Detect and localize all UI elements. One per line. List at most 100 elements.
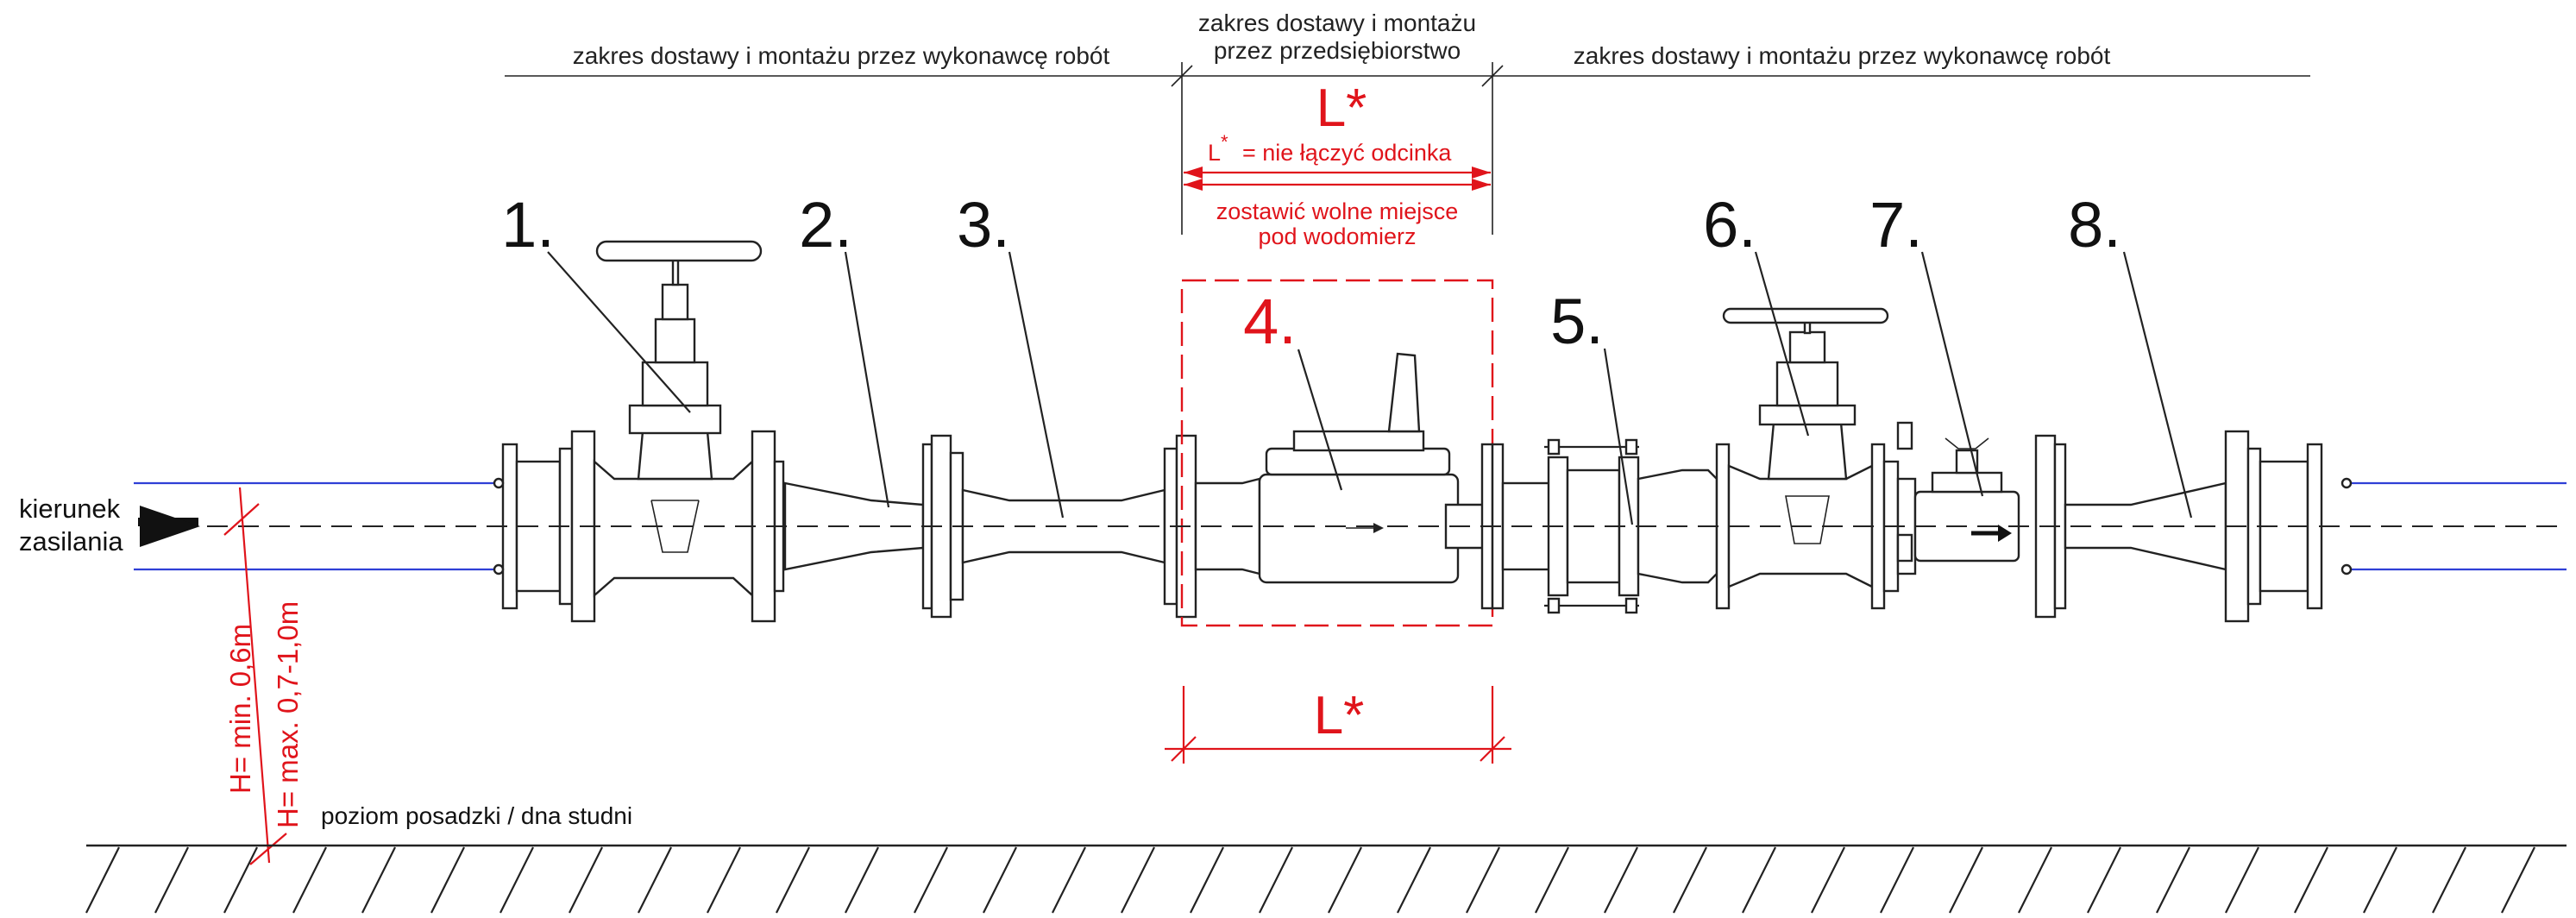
hatch-stroke <box>1052 846 1086 914</box>
nut <box>1624 597 1638 614</box>
flow-label-line1: kierunek <box>19 494 121 524</box>
scope-label-center-line2: przez przedsiębiorstwo <box>1214 37 1461 64</box>
leader-8 <box>2122 251 2193 519</box>
valve-bonnet-lower <box>637 430 713 481</box>
hatch-stroke <box>914 846 948 914</box>
hatch-stroke <box>1742 846 1776 914</box>
valve-body <box>593 459 754 598</box>
bonnet-upper <box>641 361 709 407</box>
component-1-gate-valve <box>493 240 785 623</box>
scope-tick-left <box>1171 65 1193 87</box>
leader-5 <box>1603 348 1634 525</box>
hatch-stroke <box>361 846 396 914</box>
meter-register <box>1292 430 1425 452</box>
hatch-stroke <box>2018 846 2052 914</box>
component-4-water-meter <box>1180 279 1494 627</box>
dim-tick-right <box>1480 736 1505 762</box>
valve-wedge <box>1785 495 1830 544</box>
height-dimension: H= min. 0,6m H= max. 0,7-1,0m <box>223 487 304 865</box>
hatch-stroke <box>2294 846 2328 914</box>
floor: poziom posadzki / dna studni <box>85 802 2567 914</box>
leader-6 <box>1754 251 1810 437</box>
arrowhead-right-icon <box>1472 179 1491 191</box>
callout-5: 5. <box>1550 286 1604 357</box>
hatch-stroke <box>845 846 879 914</box>
height-dim-line <box>238 487 271 864</box>
stem <box>671 257 680 286</box>
bolt <box>2340 477 2353 489</box>
hatch-stroke <box>1397 846 1431 914</box>
length-symbol-star: * <box>1221 131 1228 153</box>
hatch-stroke <box>499 846 534 914</box>
length-note-bottom: L* <box>1165 686 1511 764</box>
bolt <box>493 477 505 489</box>
bolt <box>2340 563 2353 575</box>
nut <box>1547 438 1561 456</box>
flange <box>1715 443 1731 610</box>
hatch-stroke <box>223 846 258 914</box>
length-symbol-bottom: L* <box>1314 686 1365 745</box>
bonnet-flange <box>1758 404 1857 426</box>
arrowhead-left-icon <box>1184 167 1203 179</box>
hatch-stroke <box>1259 846 1293 914</box>
stem-nut <box>661 283 689 321</box>
callouts: 1. 2. 3. 4. 5. 6. 7. 8. <box>501 189 2193 525</box>
hatch-stroke <box>1811 846 1845 914</box>
gland <box>1788 330 1826 364</box>
hatch-stroke <box>638 846 672 914</box>
drain-fitting <box>1896 533 1913 563</box>
callout-8: 8. <box>2068 189 2121 261</box>
handwheel-icon <box>595 240 763 262</box>
hatch-stroke <box>2363 846 2397 914</box>
supply-pipes <box>134 481 2567 571</box>
nut <box>1624 438 1638 456</box>
hatch-stroke <box>2225 846 2259 914</box>
leader-1 <box>547 251 691 413</box>
hatch-stroke <box>154 846 189 914</box>
bolt <box>493 563 505 575</box>
hatch-stroke <box>776 846 810 914</box>
arrow-right-icon <box>1998 525 2012 542</box>
floor-label: poziom posadzki / dna studni <box>321 802 632 829</box>
callout-1: 1. <box>501 189 555 261</box>
hatch-stroke <box>85 846 120 914</box>
height-min-label: H= min. 0,6m <box>224 624 256 794</box>
length-equals-text: = nie łączyć odcinka <box>1242 140 1452 166</box>
scope-label-left: zakres dostawy i montażu przez wykonawcę… <box>573 42 1110 69</box>
callout-3: 3. <box>957 189 1010 261</box>
hatch-stroke <box>2087 846 2121 914</box>
length-symbol-inline: L* <box>1208 131 1228 166</box>
dim-tick-left <box>1171 736 1197 762</box>
flow-direction: kierunek zasilania <box>19 494 200 556</box>
bonnet-flange <box>628 404 722 435</box>
callout-2: 2. <box>799 189 852 261</box>
hatch-stroke <box>430 846 465 914</box>
leader-4 <box>1297 349 1343 491</box>
hatch-stroke <box>1190 846 1224 914</box>
vent-fitting <box>1896 421 1913 450</box>
bonnet-upper <box>1775 361 1839 407</box>
leader-3 <box>1008 251 1065 519</box>
hatch-stroke <box>1673 846 1707 914</box>
hatch-stroke <box>2501 846 2535 914</box>
scope-header: zakres dostawy i montażu przez wykonawcę… <box>505 9 2310 235</box>
scope-label-center-line1: zakres dostawy i montażu <box>1198 9 1476 36</box>
handwheel-icon <box>1722 307 1889 324</box>
flow-label-line2: zasilania <box>19 526 123 556</box>
check-valve-cover <box>1931 471 2003 494</box>
arrowhead-right-icon <box>1472 167 1491 179</box>
hatch-stroke <box>292 846 327 914</box>
component-7-check-valve <box>1882 421 2020 593</box>
hatch-stroke <box>1328 846 1362 914</box>
arrowhead-left-icon <box>1184 179 1203 191</box>
hatch-stroke <box>707 846 741 914</box>
meter-register-base <box>1265 447 1451 476</box>
floor-hatching <box>85 846 2535 914</box>
hatch-stroke <box>569 846 603 914</box>
hatch-stroke <box>2156 846 2190 914</box>
hatch-stroke <box>1604 846 1638 914</box>
callout-7: 7. <box>1869 189 1923 261</box>
wing-nut <box>1945 437 1989 450</box>
flange <box>1870 443 1886 610</box>
hatch-stroke <box>983 846 1017 914</box>
